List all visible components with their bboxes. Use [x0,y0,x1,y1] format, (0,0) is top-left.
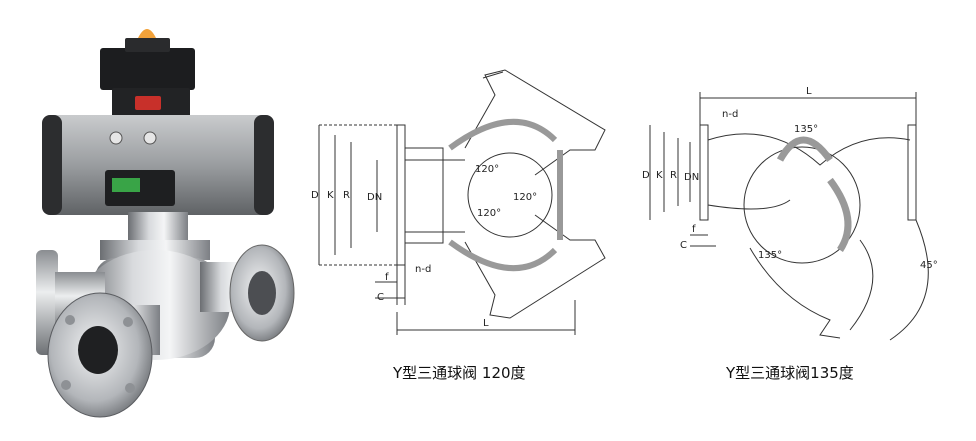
label-K: K [656,170,663,181]
ball-outline [467,152,553,238]
right-flange [200,244,295,342]
angle-120-bottom: 120° [477,208,501,219]
label-C: C [377,292,384,303]
label-DN: DN [684,172,699,183]
limit-switch-box [100,29,195,118]
label-D: D [311,190,319,201]
y-valve-120-drawing: D K R DN f C n-d L 120° 120° 120° [311,69,606,335]
y-valve-135-drawing: D K R DN f C n-d L 135° 135° 45° [642,86,938,341]
label-L: L [483,318,489,329]
diagram-135: D K R DN f C n-d L 135° 135° 45° [630,0,976,437]
label-R: R [670,170,677,181]
angle-135-top: 135° [794,124,818,135]
caption-120: Y型三通球阀 120度 [393,364,526,382]
angle-45: 45° [920,260,938,271]
label-n-d: n-d [415,264,431,275]
angle-120-top: 120° [475,164,499,175]
label-R: R [343,190,350,201]
label-L: L [806,86,812,97]
label-D: D [642,170,650,181]
label-n-d: n-d [722,109,738,120]
ball-outline [743,146,861,264]
valve-illustration [36,29,295,418]
diagram-120: D K R DN f C n-d L 120° 120° 120° [305,0,630,437]
label-K: K [327,190,334,201]
valve-photo [0,0,310,437]
angle-135-bottom: 135° [758,250,782,261]
angle-120-right: 120° [513,192,537,203]
front-flange [47,292,160,418]
pneumatic-actuator [42,115,274,215]
angle-arc-45 [889,219,929,341]
label-f: f [385,272,389,283]
label-DN: DN [367,192,382,203]
left-flange-outline [699,124,709,221]
left-flange-outline [396,124,406,266]
label-C: C [680,240,687,251]
label-f: f [692,224,696,235]
caption-135: Y型三通球阀135度 [726,364,854,382]
